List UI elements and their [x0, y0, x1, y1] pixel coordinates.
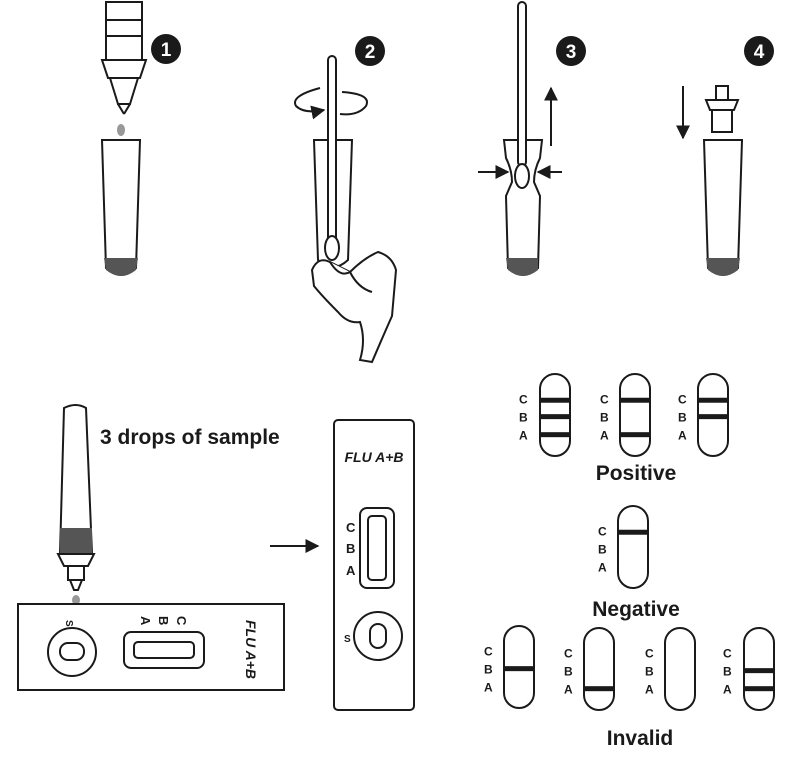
strip-label-a: A: [598, 561, 607, 575]
step-2-number: 2: [365, 42, 376, 63]
test-line-c: [621, 397, 649, 403]
strip-label-b: B: [600, 411, 609, 425]
step-3-tube: [502, 139, 544, 276]
positive-label: Positive: [596, 462, 677, 485]
step-2-badge: 2: [355, 36, 385, 66]
strip-label-c: C: [678, 393, 687, 407]
sample-instruction: 3 drops of sample: [100, 426, 280, 449]
positive-strip-3: CBA: [678, 373, 729, 457]
cassette-horizontal: S C B A FLU A+B: [17, 603, 285, 691]
step-1-tube: [100, 139, 142, 276]
cassette-h-line-b: B: [156, 616, 171, 625]
test-line-a: [621, 432, 649, 438]
strip-label-a: A: [519, 429, 528, 443]
strip-label-a: A: [723, 683, 732, 697]
strip-label-c: C: [600, 393, 609, 407]
test-line-b: [699, 414, 727, 420]
cassette-v-brand: FLU A+B: [345, 449, 404, 465]
strip-label-a: A: [484, 681, 493, 695]
test-line-c: [619, 529, 647, 535]
strip-label-b: B: [484, 663, 493, 677]
invalid-label: Invalid: [607, 727, 674, 750]
cassette-h-brand: FLU A+B: [243, 620, 259, 679]
step-4-tube: [702, 139, 744, 276]
strip-outline: [619, 373, 651, 457]
cassette-v-line-c: C: [346, 520, 356, 535]
test-line-b: [505, 666, 533, 672]
invalid-strip-4: CBA: [723, 627, 775, 711]
strip-label-b: B: [678, 411, 687, 425]
strip-label-c: C: [598, 525, 607, 539]
strip-outline: [583, 627, 615, 711]
test-line-a: [745, 686, 773, 692]
cassette-v-line-b: B: [346, 541, 355, 556]
test-line-b: [541, 414, 569, 420]
step-1-number: 1: [161, 40, 172, 61]
step-1-dropper: [100, 1, 148, 115]
test-line-a: [541, 432, 569, 438]
test-line-a: [585, 686, 613, 692]
strip-label-c: C: [564, 647, 573, 661]
strip-label-a: A: [678, 429, 687, 443]
cassette-h-line-a: A: [138, 616, 153, 626]
cassette-v-sample-label: S: [344, 634, 351, 645]
strip-outline: [617, 505, 649, 589]
step-3-swab: [514, 1, 530, 189]
positive-strip-2: CBA: [600, 373, 651, 457]
negative-label: Negative: [592, 598, 680, 621]
strip-label-a: A: [600, 429, 609, 443]
cassette-vertical: FLU A+B C B A S: [333, 419, 415, 711]
strip-label-c: C: [645, 647, 654, 661]
invalid-strip-3: CBA: [645, 627, 696, 711]
strip-label-b: B: [598, 543, 607, 557]
strip-outline: [664, 627, 696, 711]
cassette-h-line-c: C: [174, 616, 189, 626]
cassette-h-sample-label: S: [63, 620, 74, 627]
test-line-c: [699, 397, 727, 403]
sample-tube: [56, 404, 96, 591]
step-1-badge: 1: [151, 34, 181, 64]
strip-label-b: B: [723, 665, 732, 679]
strip-label-b: B: [645, 665, 654, 679]
strip-label-c: C: [484, 645, 493, 659]
hand-illustration: [310, 250, 398, 364]
cassette-v-line-a: A: [346, 563, 356, 578]
step-4-number: 4: [754, 42, 765, 63]
negative-strip: CBA: [598, 505, 649, 589]
strip-label-a: A: [645, 683, 654, 697]
test-line-c: [541, 397, 569, 403]
step-3-number: 3: [566, 42, 577, 63]
strip-label-b: B: [519, 411, 528, 425]
step-3-badge: 3: [556, 36, 586, 66]
strip-label-b: B: [564, 665, 573, 679]
step-4-cap: [704, 85, 740, 133]
strip-label-c: C: [723, 647, 732, 661]
strip-label-a: A: [564, 683, 573, 697]
strip-label-c: C: [519, 393, 528, 407]
test-line-b: [745, 668, 773, 674]
step-4-badge: 4: [744, 36, 774, 66]
step-2-swab: [324, 55, 340, 261]
invalid-strip-1: CBA: [484, 625, 535, 709]
positive-strip-1: CBA: [519, 373, 571, 457]
invalid-strip-2: CBA: [564, 627, 615, 711]
rotate-arrows-icon: [294, 87, 368, 120]
